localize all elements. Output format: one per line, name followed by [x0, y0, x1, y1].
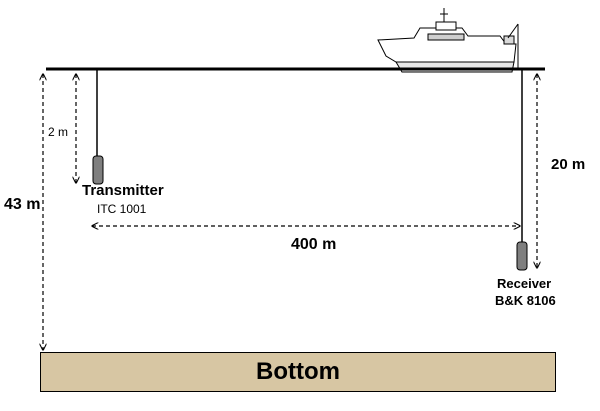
- total-depth-label: 43 m: [4, 196, 41, 213]
- receiver-model-label: B&K 8106: [495, 293, 556, 308]
- transmitter-model-label: ITC 1001: [97, 202, 147, 216]
- transmitter-depth-label: 2 m: [48, 125, 69, 139]
- seabed: Bottom: [40, 352, 556, 392]
- range-label: 400 m: [291, 236, 337, 253]
- receiver-name-label: Receiver: [497, 276, 552, 291]
- ship-icon: [377, 8, 519, 73]
- receiver-device: [516, 241, 528, 271]
- transmitter-device: [92, 155, 104, 185]
- seabed-label: Bottom: [256, 358, 340, 385]
- receiver-depth-label: 20 m: [551, 156, 586, 173]
- transmitter-name-label: Transmitter: [82, 182, 164, 199]
